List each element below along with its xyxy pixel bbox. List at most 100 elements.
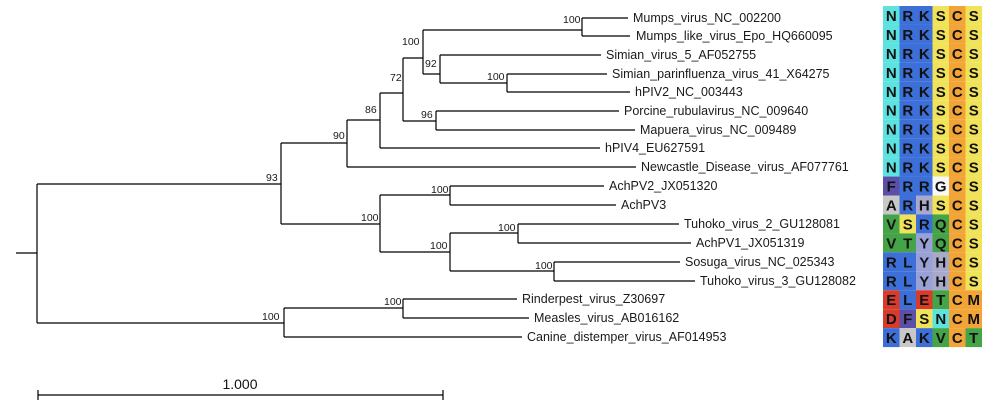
- residue-cell: [899, 24, 916, 44]
- residue-cell: [916, 271, 933, 291]
- residue-letter: S: [969, 179, 979, 196]
- residue-cell: [932, 195, 949, 215]
- scale-bar-label: 1.000: [222, 376, 257, 392]
- residue-cell: [916, 195, 933, 215]
- residue-cell: [916, 252, 933, 272]
- residue-letter: S: [936, 65, 946, 82]
- residue-cell: [883, 176, 900, 196]
- taxon-label: Sosuga_virus_NC_025343: [685, 255, 834, 269]
- residue-letter: Q: [935, 216, 947, 233]
- residue-cell: [965, 233, 982, 253]
- residue-cell: [916, 176, 933, 196]
- residue-cell: [916, 328, 933, 348]
- residue-cell: [883, 290, 900, 310]
- residue-cell: [965, 43, 982, 63]
- taxon-label: hPIV2_NC_003443: [635, 85, 743, 99]
- residue-letter: R: [902, 160, 913, 177]
- residue-letter: C: [952, 65, 963, 82]
- residue-cell: [932, 157, 949, 177]
- residue-letter: M: [968, 292, 981, 309]
- residue-cell: [932, 328, 949, 348]
- residue-letter: S: [969, 160, 979, 177]
- taxon-label: Newcastle_Disease_virus_AF077761: [641, 160, 849, 174]
- residue-letter: A: [902, 330, 913, 347]
- residue-letter: V: [886, 216, 896, 233]
- residue-letter: N: [886, 122, 897, 139]
- residue-cell: [883, 328, 900, 348]
- residue-cell: [965, 271, 982, 291]
- residue-letter: S: [919, 311, 929, 328]
- residue-letter: C: [952, 103, 963, 120]
- residue-letter: N: [935, 311, 946, 328]
- support-value: 100: [361, 212, 379, 224]
- residue-cell: [965, 62, 982, 82]
- residue-letter: K: [919, 46, 930, 63]
- residue-letter: K: [919, 330, 930, 347]
- residue-cell: [949, 252, 966, 272]
- residue-cell: [949, 290, 966, 310]
- residue-cell: [883, 214, 900, 234]
- taxon-label: Canine_distemper_virus_AF014953: [527, 330, 726, 344]
- taxon-label: AchPV2_JX051320: [609, 179, 717, 193]
- residue-letter: T: [903, 235, 912, 252]
- residue-cell: [949, 81, 966, 101]
- residue-letter: E: [919, 292, 929, 309]
- residue-letter: S: [936, 141, 946, 158]
- residue-letter: K: [919, 27, 930, 44]
- residue-cell: [883, 309, 900, 329]
- residue-letter: V: [886, 235, 896, 252]
- residue-letter: C: [952, 84, 963, 101]
- residue-letter: R: [902, 8, 913, 25]
- support-value: 93: [266, 172, 278, 184]
- taxon-label: AchPV3: [621, 198, 666, 212]
- taxon-label: Mumps_like_virus_Epo_HQ660095: [636, 29, 833, 43]
- residue-cell: [932, 62, 949, 82]
- residue-letter: R: [902, 65, 913, 82]
- support-value: 100: [498, 222, 516, 234]
- residue-letter: N: [886, 160, 897, 177]
- residue-letter: S: [936, 46, 946, 63]
- residue-cell: [949, 62, 966, 82]
- residue-letter: S: [936, 197, 946, 214]
- residue-letter: C: [952, 27, 963, 44]
- residue-letter: M: [968, 311, 981, 328]
- residue-letter: D: [886, 311, 897, 328]
- residue-cell: [965, 214, 982, 234]
- residue-letter: S: [969, 273, 979, 290]
- residue-letter: S: [936, 27, 946, 44]
- residue-cell: [916, 233, 933, 253]
- taxon-label: Rinderpest_virus_Z30697: [522, 292, 665, 306]
- residue-cell: [932, 24, 949, 44]
- residue-cell: [965, 290, 982, 310]
- residue-letter: C: [952, 179, 963, 196]
- support-value: 100: [431, 184, 449, 196]
- residue-letter: T: [969, 330, 978, 347]
- residue-cell: [883, 81, 900, 101]
- support-value: 100: [262, 311, 280, 323]
- residue-cell: [883, 252, 900, 272]
- residue-cell: [949, 24, 966, 44]
- residue-cell: [883, 62, 900, 82]
- residue-letter: A: [886, 197, 897, 214]
- residue-cell: [916, 119, 933, 139]
- support-value: 100: [487, 71, 505, 83]
- residue-cell: [916, 214, 933, 234]
- residue-letter: S: [936, 122, 946, 139]
- residue-cell: [932, 176, 949, 196]
- residue-cell: [965, 309, 982, 329]
- residue-letter: R: [902, 179, 913, 196]
- residue-letter: C: [952, 141, 963, 158]
- residue-cell: [899, 138, 916, 158]
- residue-cell: [965, 6, 982, 25]
- residue-cell: [965, 81, 982, 101]
- residue-letter: H: [935, 254, 946, 271]
- residue-letter: S: [969, 254, 979, 271]
- residue-letter: S: [969, 197, 979, 214]
- residue-cell: [932, 252, 949, 272]
- residue-cell: [965, 176, 982, 196]
